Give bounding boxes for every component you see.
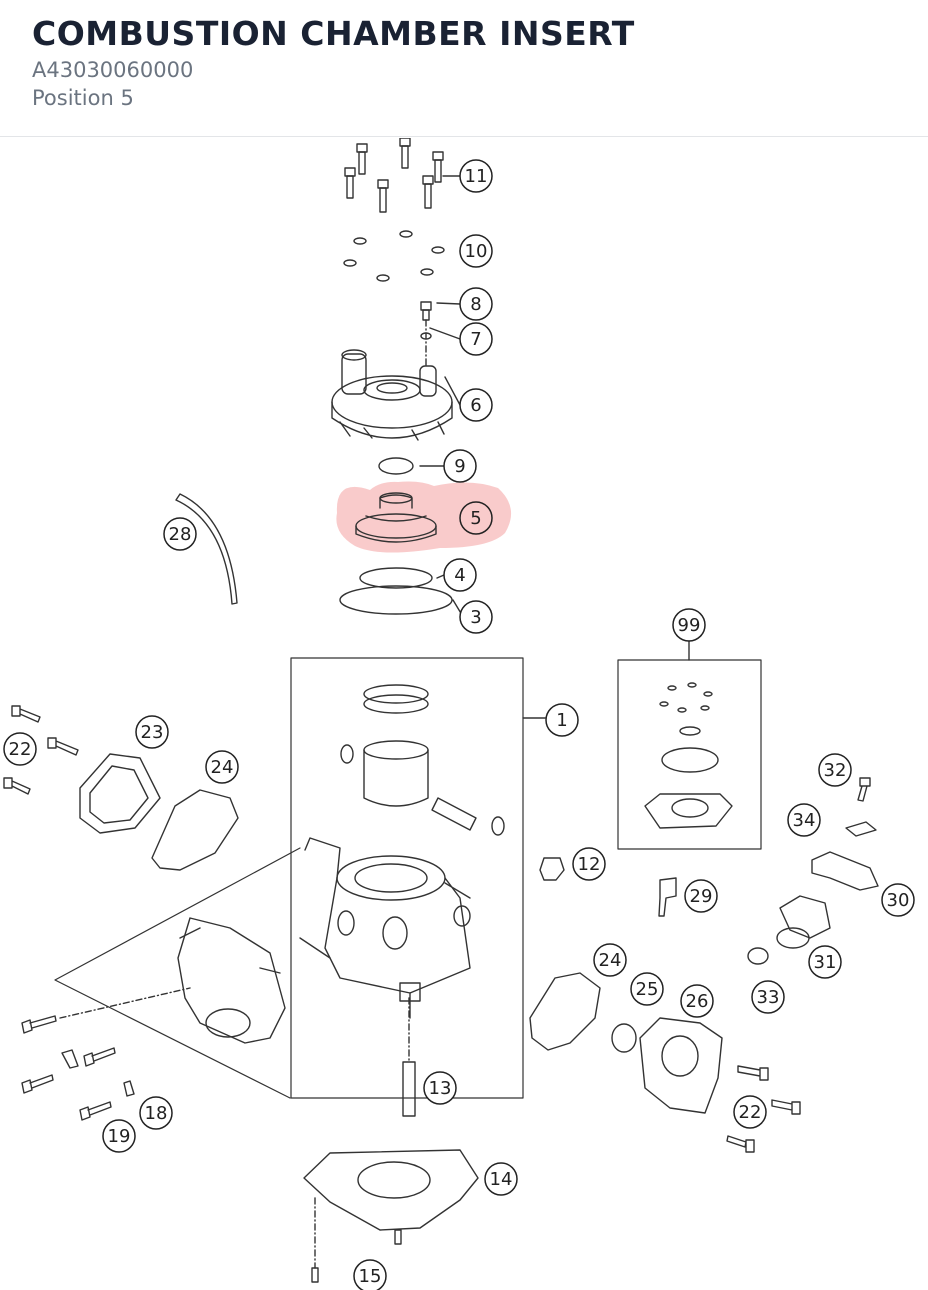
o-ring-small — [359, 567, 433, 589]
callout-7[interactable]: 7 — [459, 322, 493, 356]
callout-23[interactable]: 23 — [135, 715, 169, 749]
callout-18[interactable]: 18 — [139, 1096, 173, 1130]
o-ring-large — [339, 585, 453, 615]
svg-text:4: 4 — [454, 565, 465, 586]
callout-24-right[interactable]: 24 — [593, 943, 627, 977]
callout-4[interactable]: 4 — [443, 558, 477, 592]
combustion-chamber-insert — [336, 481, 512, 553]
callout-11[interactable]: 11 — [459, 159, 493, 193]
callout-31[interactable]: 31 — [808, 945, 842, 979]
valve-cover — [79, 753, 161, 834]
svg-text:30: 30 — [887, 890, 910, 911]
callout-12[interactable]: 12 — [572, 847, 606, 881]
callout-9[interactable]: 9 — [443, 449, 477, 483]
svg-text:15: 15 — [359, 1266, 382, 1287]
callout-14[interactable]: 14 — [484, 1162, 518, 1196]
callout-25[interactable]: 25 — [630, 972, 664, 1006]
svg-text:19: 19 — [108, 1126, 131, 1147]
temp-sensor — [658, 877, 677, 917]
svg-text:10: 10 — [465, 241, 488, 262]
svg-text:33: 33 — [757, 987, 780, 1008]
dowel-pin — [402, 1061, 416, 1117]
svg-text:22: 22 — [9, 739, 32, 760]
exploded-parts-diagram: 11 10 8 7 6 9 5 4 3 28 99 1 23 24 22 32 … — [0, 138, 928, 1290]
svg-text:6: 6 — [470, 395, 481, 416]
svg-text:22: 22 — [739, 1102, 762, 1123]
callout-10[interactable]: 10 — [459, 234, 493, 268]
callout-24-left[interactable]: 24 — [205, 750, 239, 784]
svg-text:29: 29 — [690, 886, 713, 907]
stud — [311, 1267, 319, 1283]
callouts: 11 10 8 7 6 9 5 4 3 28 99 1 23 24 22 32 … — [3, 159, 915, 1290]
svg-text:31: 31 — [814, 952, 837, 973]
base-gasket — [303, 1149, 479, 1231]
svg-text:24: 24 — [599, 950, 622, 971]
small-gasket — [845, 821, 877, 837]
svg-text:5: 5 — [470, 508, 481, 529]
callout-19[interactable]: 19 — [102, 1119, 136, 1153]
nut — [539, 857, 565, 881]
callout-5-highlighted[interactable]: 5 — [459, 501, 493, 535]
page-title: COMBUSTION CHAMBER INSERT — [32, 14, 635, 53]
svg-text:11: 11 — [465, 166, 488, 187]
callout-6[interactable]: 6 — [459, 388, 493, 422]
callout-13[interactable]: 13 — [423, 1071, 457, 1105]
svg-text:23: 23 — [141, 722, 164, 743]
part-number: A43030060000 — [32, 58, 194, 82]
callout-3[interactable]: 3 — [459, 600, 493, 634]
svg-text:25: 25 — [636, 979, 659, 1000]
o-ring-right — [611, 1023, 637, 1053]
bolt-32 — [857, 777, 871, 802]
sensor-bracket — [811, 851, 879, 891]
svg-text:28: 28 — [169, 524, 192, 545]
valve-housing — [639, 1017, 723, 1114]
svg-text:18: 18 — [145, 1103, 168, 1124]
callout-28[interactable]: 28 — [163, 517, 197, 551]
svg-text:99: 99 — [678, 615, 701, 636]
callout-22-left[interactable]: 22 — [3, 732, 37, 766]
actuator — [776, 895, 831, 949]
svg-text:24: 24 — [211, 757, 234, 778]
temp-screw — [420, 301, 432, 321]
bolts-right — [726, 1065, 801, 1153]
svg-text:9: 9 — [454, 456, 465, 477]
callout-29[interactable]: 29 — [684, 879, 718, 913]
callout-22-right[interactable]: 22 — [733, 1095, 767, 1129]
cylinder-assembly — [54, 657, 546, 1099]
svg-text:34: 34 — [793, 810, 816, 831]
bolts-left — [3, 705, 79, 795]
svg-text:12: 12 — [578, 854, 601, 875]
cover-gasket — [151, 789, 239, 871]
callout-99[interactable]: 99 — [672, 608, 706, 642]
cap — [747, 947, 769, 965]
callout-15[interactable]: 15 — [353, 1259, 387, 1290]
callout-30[interactable]: 30 — [881, 883, 915, 917]
callout-32[interactable]: 32 — [818, 753, 852, 787]
svg-text:26: 26 — [686, 991, 709, 1012]
svg-text:14: 14 — [490, 1169, 513, 1190]
svg-text:7: 7 — [470, 329, 481, 350]
coolant-hose — [175, 493, 238, 605]
callout-8[interactable]: 8 — [459, 287, 493, 321]
washers — [343, 230, 445, 282]
page-header: COMBUSTION CHAMBER INSERT A43030060000 P… — [0, 0, 928, 137]
svg-text:8: 8 — [470, 294, 481, 315]
gasket-right — [529, 972, 601, 1051]
callout-34[interactable]: 34 — [787, 803, 821, 837]
svg-text:32: 32 — [824, 760, 847, 781]
o-ring — [378, 457, 414, 475]
gasket-set — [617, 637, 762, 850]
position-label: Position 5 — [32, 86, 134, 110]
callout-26[interactable]: 26 — [680, 984, 714, 1018]
svg-text:1: 1 — [556, 710, 567, 731]
intake-housing — [177, 917, 286, 1044]
callout-1[interactable]: 1 — [545, 703, 579, 737]
bolts-bottom-left — [21, 1015, 135, 1121]
svg-text:3: 3 — [470, 607, 481, 628]
callout-33[interactable]: 33 — [751, 980, 785, 1014]
svg-text:13: 13 — [429, 1078, 452, 1099]
head-bolts — [344, 138, 444, 213]
cylinder-head — [331, 349, 453, 441]
